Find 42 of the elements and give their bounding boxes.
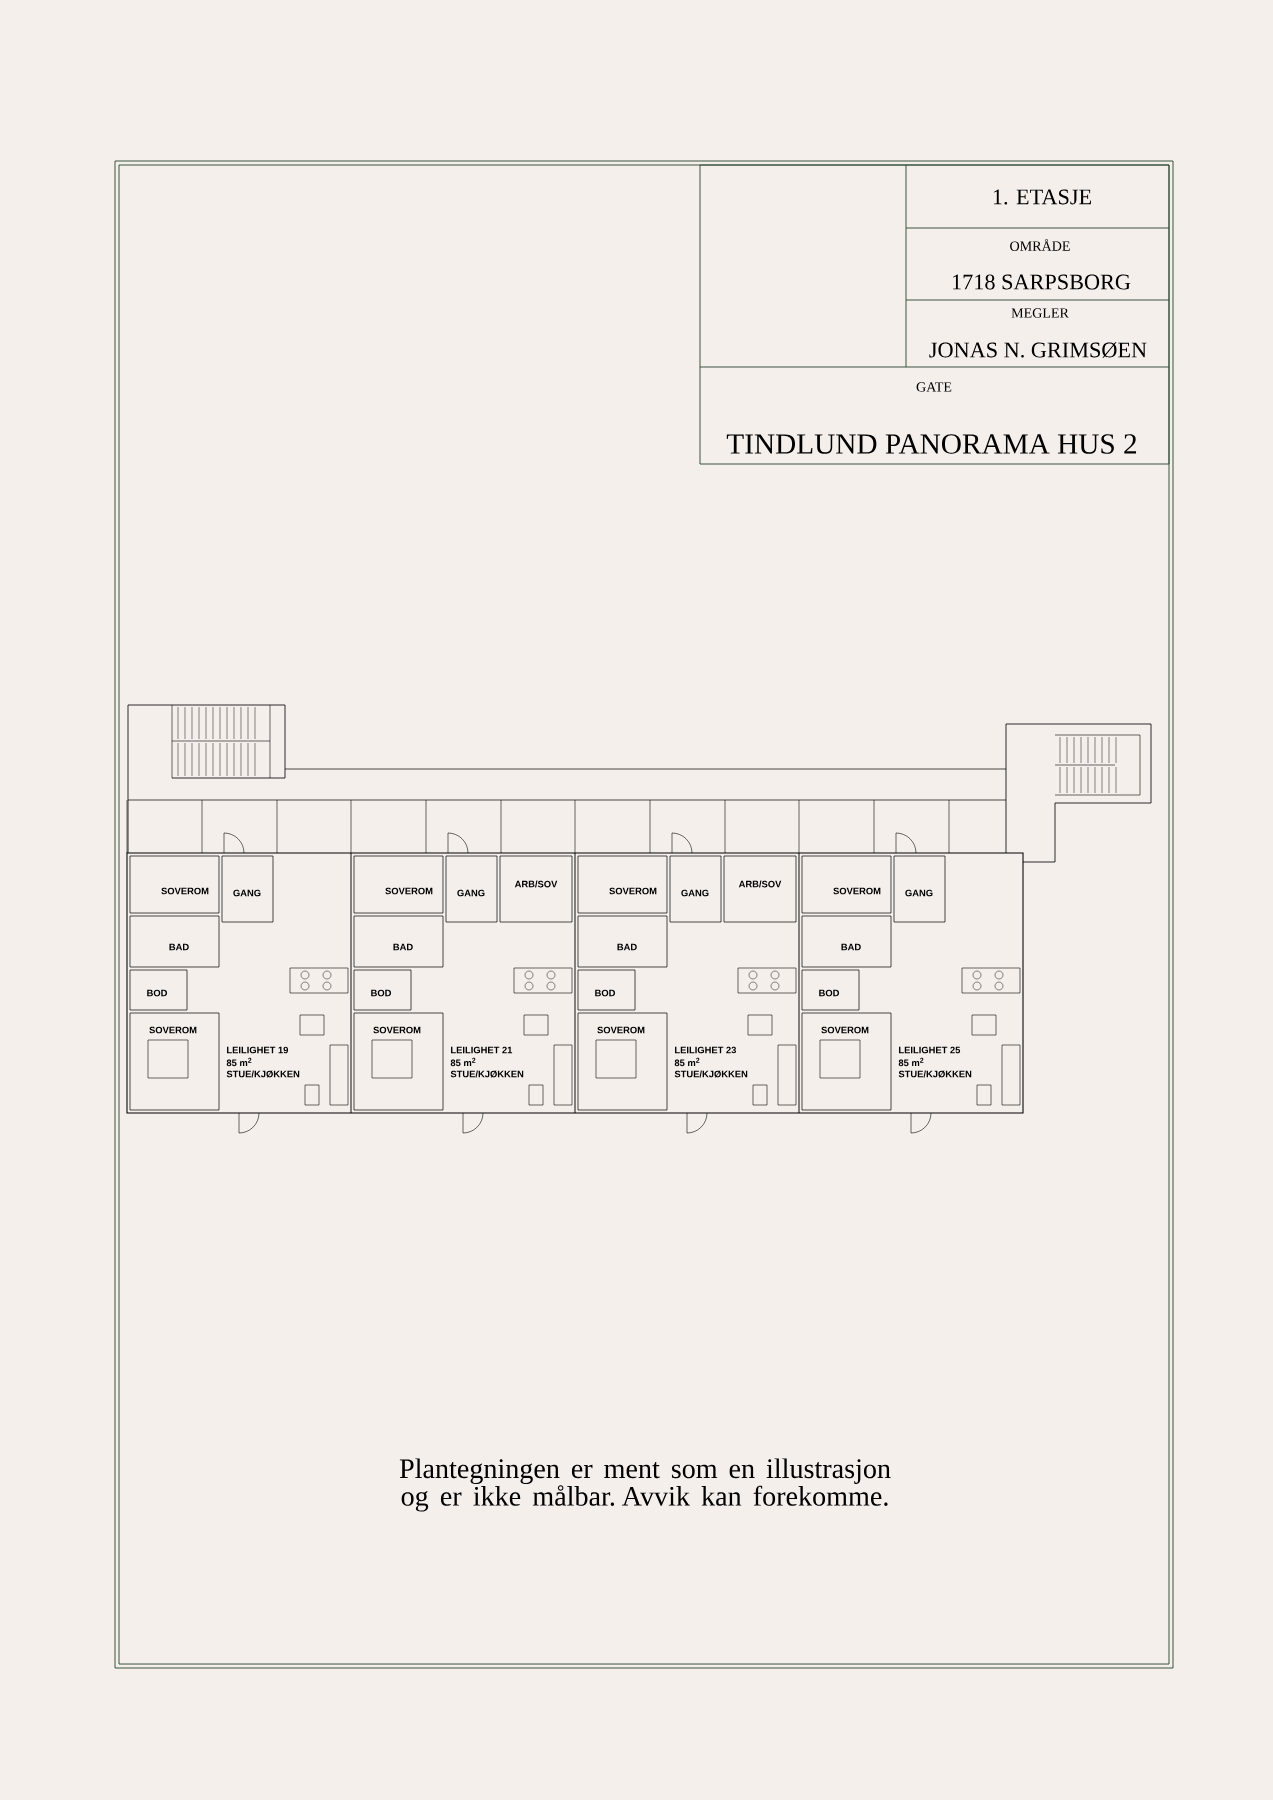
field-label: GATE [916,382,952,392]
field-value: JONAS N. GRIMSØEN [929,342,1147,358]
field-label: MEGLER [1011,308,1069,318]
apartment-label: STUE/KJØKKEN [450,1070,524,1078]
room-label: BOD [371,989,391,997]
room-label: ARB/SOV [738,880,782,888]
apartment-label: 85 m$^{2}$ [674,1057,700,1067]
room-label: BOD [147,989,167,997]
room-label: SOVEROM [609,887,657,895]
room-label: BAD [617,943,637,951]
apartment-label: LEILIGHET 19 [227,1046,289,1054]
room-label: SOVEROM [821,1026,869,1034]
apartment-label: STUE/KJØKKEN [898,1070,972,1078]
apartment-label: LEILIGHET 23 [675,1046,737,1054]
room-label: SOVEROM [373,1026,421,1034]
field-value: 1. ETASJE [993,189,1091,205]
room-label: BOD [595,989,615,997]
apartment-label: 85 m$^{2}$ [226,1057,252,1067]
room-label: BAD [841,943,861,951]
room-label: ARB/SOV [514,880,558,888]
apartment-label: STUE/KJØKKEN [674,1070,748,1078]
room-label: SOVEROM [149,1026,197,1034]
room-label: BOD [819,989,840,997]
room-label: GANG [905,889,933,897]
room-label: GANG [233,889,261,897]
room-label: BAD [169,943,189,951]
room-label: GANG [457,889,485,897]
room-label: SOVEROM [161,887,209,895]
apartment-label: STUE/KJØKKEN [226,1070,300,1078]
apartment-label: LEILIGHET 25 [899,1046,961,1054]
field-value: TINDLUND PANORAMA HUS 2 [726,434,1137,454]
room-label: BAD [393,943,413,951]
field-value: 1718 SARPSBORG [952,274,1131,290]
room-label: SOVEROM [833,887,881,895]
room-label: SOVEROM [385,887,433,895]
apartment-label: LEILIGHET 21 [451,1046,513,1054]
apartment-label: 85 m$^{2}$ [898,1057,924,1067]
room-label: GANG [681,889,709,897]
disclaimer-note: Plantegningen er ment som en illustrasjon og er ikke målbar. Avvik kan forekomme. [399,1458,891,1512]
field-label: OMRÅDE [1010,239,1070,251]
apartment-label: 85 m$^{2}$ [450,1057,476,1067]
room-label: SOVEROM [597,1026,645,1034]
